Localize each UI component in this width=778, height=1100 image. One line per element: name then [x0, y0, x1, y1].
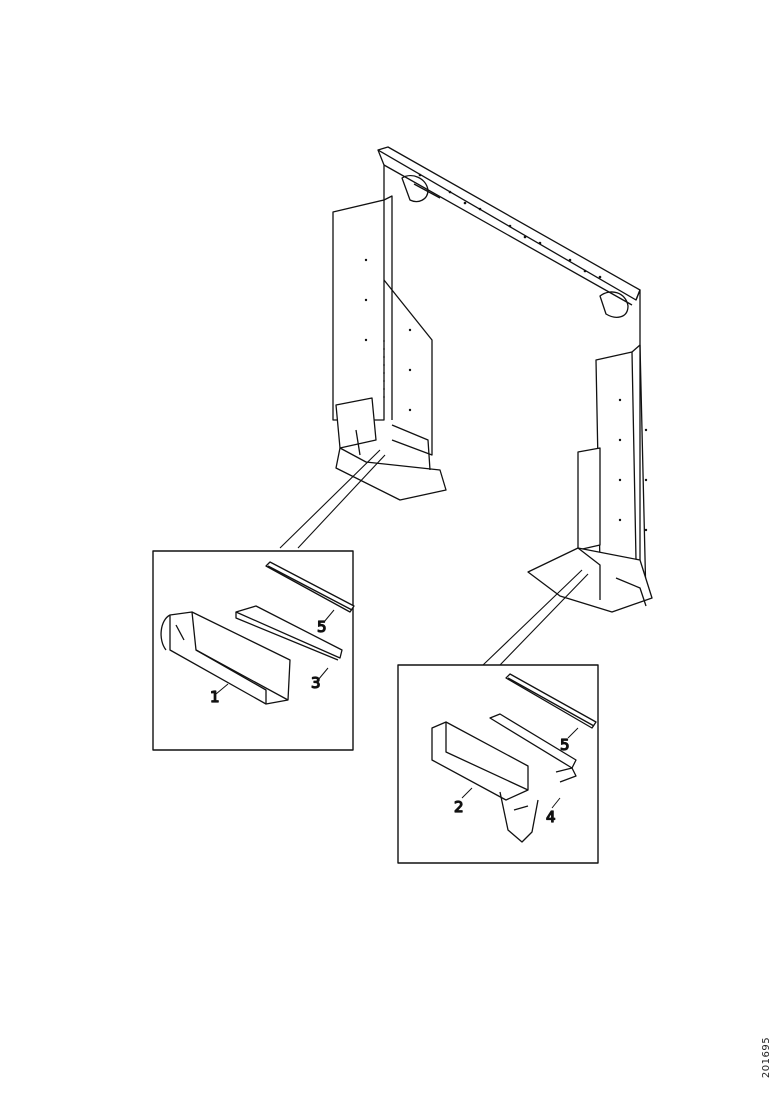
detail-inset-right: 2 4 5 — [397, 664, 599, 864]
figure-reference-number: 201695 — [761, 1036, 773, 1079]
main-frame — [332, 146, 653, 613]
left-foot-bracket — [335, 397, 447, 501]
part-4-angle-strip — [489, 713, 577, 783]
callout-1: 1 — [210, 688, 220, 706]
part-3-angle-strip — [235, 605, 343, 661]
callout-2: 2 — [454, 798, 464, 816]
part-1-channel-bracket — [160, 611, 291, 705]
part-2-channel-bracket — [431, 721, 539, 843]
part-5-flat-strip — [265, 561, 355, 613]
callout-3: 3 — [311, 674, 321, 692]
detail-leader-lines — [279, 449, 589, 666]
part-5-flat-strip-right — [505, 673, 597, 729]
callout-5-right: 5 — [560, 736, 570, 754]
callout-5-left: 5 — [317, 618, 327, 636]
top-crossbeam — [377, 146, 641, 560]
left-upright — [332, 195, 433, 456]
detail-inset-left: 1 3 5 — [152, 550, 355, 751]
right-upright — [577, 344, 648, 601]
right-foot-bracket — [527, 547, 653, 613]
callout-4: 4 — [546, 808, 556, 826]
